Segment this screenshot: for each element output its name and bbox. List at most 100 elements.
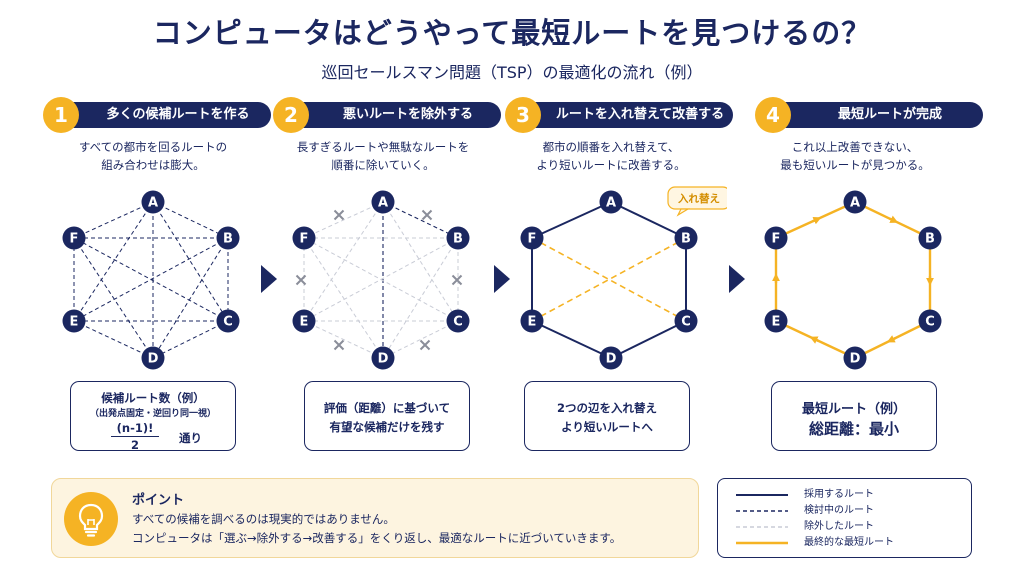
formula-suffix: 通り xyxy=(179,431,202,445)
step-3-description: 都市の順番を入れ替えて、 より短いルートに改善する。 xyxy=(495,138,727,174)
node-f xyxy=(764,226,788,250)
node-label-c: C xyxy=(223,315,233,330)
direction-arrow-icon-CD xyxy=(886,335,897,343)
step-1-description: すべての都市を回るルートの 組み合わせは膨大。 xyxy=(37,138,269,174)
legend-excluded: 除外したルート xyxy=(718,519,971,535)
legend-adopted-label: 採用するルート xyxy=(804,489,874,500)
exclude-x-icon-4 xyxy=(451,274,463,286)
node-a xyxy=(141,190,165,214)
excluded-route-DE xyxy=(303,320,384,359)
node-label-d: D xyxy=(378,352,389,367)
swap-tag: 入れ替え xyxy=(667,186,727,217)
page-subtitle: 巡回セールスマン問題（TSP）の最適化の流れ（例） xyxy=(321,63,703,82)
node-c xyxy=(216,309,240,333)
legend-adopted: 採用するルート xyxy=(718,487,971,503)
tour-edge-DE xyxy=(531,320,612,359)
excluded-route-AE xyxy=(303,201,384,322)
step-4-desc-line1: これ以上改善できない、 xyxy=(791,140,919,154)
node-e xyxy=(520,309,544,333)
node-label-d: D xyxy=(606,352,617,367)
step-2-box-text: 評価（距離）に基づいて 有望な候補だけを残す xyxy=(305,399,469,437)
step-1-desc-line1: すべての都市を回るルートの xyxy=(78,140,228,154)
node-e xyxy=(62,309,86,333)
step-2-number: 2 xyxy=(273,97,309,133)
step-3-box-line1: 2つの辺を入れ替え xyxy=(556,401,657,415)
node-c xyxy=(674,309,698,333)
step-2-box-line2: 有望な候補だけを残す xyxy=(329,420,445,434)
step-arrow-3 xyxy=(729,265,745,293)
node-label-a: A xyxy=(148,196,158,211)
step-2-description: 長すぎるルートや無駄なルートを 順番に除いていく。 xyxy=(267,138,499,174)
step-1-header: 多くの候補ルートを作る 1 xyxy=(43,97,275,133)
node-label-c: C xyxy=(681,315,691,330)
excluded-route-BD xyxy=(382,237,459,359)
node-label-a: A xyxy=(850,196,860,211)
step-1-box: 候補ルート数（例） （出発点固定・逆回り同一視） (n-1)! 2 通り xyxy=(70,381,236,452)
step-arrow-2 xyxy=(494,265,510,293)
excluded-route-AC xyxy=(382,201,459,322)
lightbulb-icon xyxy=(64,492,118,546)
node-d xyxy=(371,346,395,370)
step-3-header: ルートを入れ替えて改善する 3 xyxy=(505,97,737,133)
graph-4-edges xyxy=(772,200,934,360)
node-b xyxy=(918,226,942,250)
shortest-route-label: 最短ルート（例） xyxy=(801,402,906,417)
direction-arrow-icon-AB xyxy=(888,215,899,223)
point-panel: ポイント すべての候補を調べるのは現実的ではありません。 コンピュータは「選ぶ→… xyxy=(51,478,699,558)
step-2-box: 評価（距離）に基づいて 有望な候補だけを残す xyxy=(304,381,470,451)
step-4-box: 最短ルート（例） 総距離：最小 xyxy=(771,381,937,451)
step-3-box: 2つの辺を入れ替え より短いルートへ xyxy=(524,381,690,451)
node-label-f: F xyxy=(528,232,537,247)
node-label-e: E xyxy=(772,315,781,330)
step-arrow-1 xyxy=(261,265,277,293)
candidate-route-AE xyxy=(73,201,154,322)
formula-denominator: 2 xyxy=(130,438,139,452)
node-label-b: B xyxy=(223,232,233,247)
direction-arrow-icon-DE xyxy=(809,336,820,344)
node-label-b: B xyxy=(681,232,691,247)
node-a xyxy=(599,190,623,214)
candidate-route-AF xyxy=(73,201,154,239)
excluded-route-DF xyxy=(303,237,384,359)
exclude-x-icon-3 xyxy=(295,274,307,286)
swap-tag-bubble xyxy=(667,186,727,210)
step-4-desc-line2: 最も短いルートが見つかる。 xyxy=(780,158,930,172)
node-label-f: F xyxy=(70,232,79,247)
node-a xyxy=(843,190,867,214)
node-f xyxy=(292,226,316,250)
node-label-a: A xyxy=(378,196,388,211)
graph-2-x-marks xyxy=(295,209,463,351)
step-3-label: ルートを入れ替えて改善する xyxy=(513,102,733,128)
legend: 採用するルート 検討中のルート 除外したルート 最終的な最短ルート xyxy=(717,478,972,558)
node-label-e: E xyxy=(70,315,79,330)
node-label-a: A xyxy=(606,196,616,211)
legend-final-label: 最終的な最短ルート xyxy=(804,537,894,548)
step-1-desc-line2: 組み合わせは膨大。 xyxy=(101,158,205,172)
exclude-x-icon-1 xyxy=(333,209,345,221)
point-line-1: すべての候補を調べるのは現実的ではありません。 xyxy=(132,512,395,526)
node-label-c: C xyxy=(453,315,463,330)
candidate-count-note: （出発点固定・逆回り同一視） xyxy=(89,409,216,419)
formula-fraction: (n-1)! 2 xyxy=(111,421,159,452)
step-3-number: 3 xyxy=(505,97,541,133)
candidate-route-DF xyxy=(73,237,154,359)
step-2-header: 悪いルートを除外する 2 xyxy=(273,97,505,133)
step-4-label: 最短ルートが完成 xyxy=(763,102,983,128)
node-label-b: B xyxy=(453,232,463,247)
page-title: コンピュータはどうやって最短ルートを見つけるの？ xyxy=(152,16,872,50)
node-b xyxy=(216,226,240,250)
candidate-route-BD xyxy=(152,237,229,359)
node-label-f: F xyxy=(772,232,781,247)
step-3-box-line2: より短いルートへ xyxy=(561,420,653,434)
step-2-desc-line1: 長すぎるルートや無駄なルートを xyxy=(296,140,470,154)
node-f xyxy=(62,226,86,250)
node-label-d: D xyxy=(148,352,159,367)
legend-excluded-label: 除外したルート xyxy=(804,521,874,532)
legend-under-review: 検討中のルート xyxy=(718,503,971,519)
step-2-box-line1: 評価（距離）に基づいて xyxy=(323,401,451,415)
excluded-route-CF xyxy=(303,237,459,322)
